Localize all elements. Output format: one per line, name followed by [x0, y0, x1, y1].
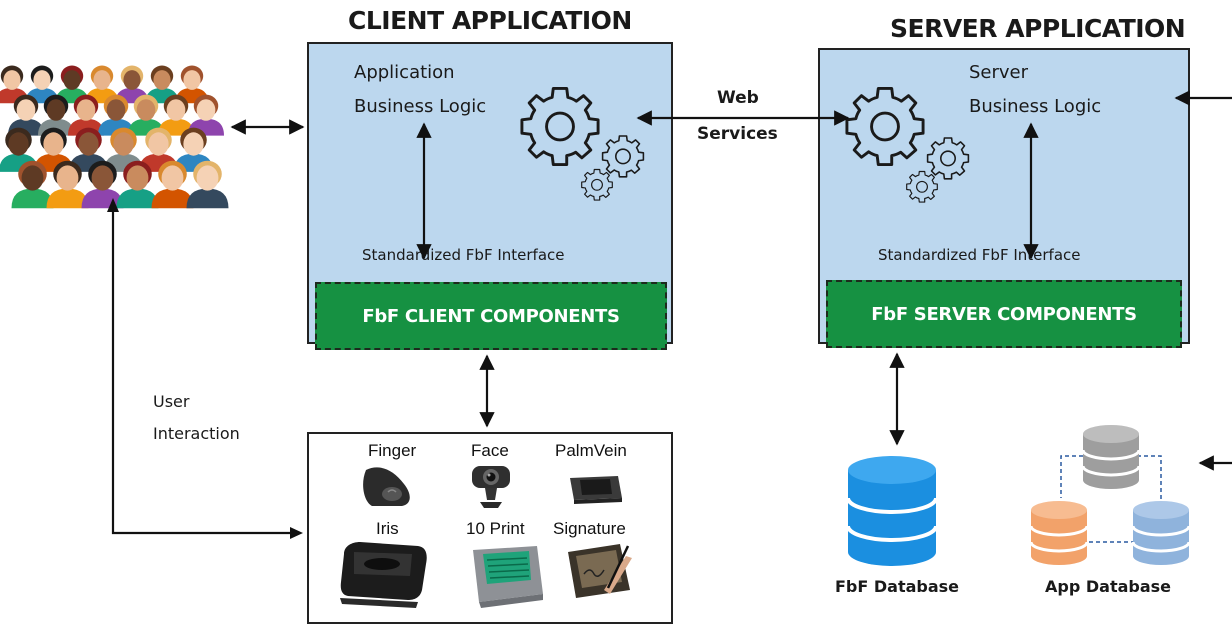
server-logic-label-line1: Server — [969, 62, 1029, 83]
ten-print-scanner-icon — [467, 540, 547, 612]
device-label-signature: Signature — [553, 519, 626, 538]
device-label-iris: Iris — [376, 519, 399, 538]
crowd-person — [81, 160, 124, 209]
fbf-database-label: FbF Database — [835, 577, 960, 596]
signature-pad-icon — [564, 538, 644, 610]
palmvein-scanner-icon — [566, 468, 626, 508]
web-services-label-line2: Services — [697, 124, 778, 144]
server-gears-icon — [840, 80, 990, 210]
crowd-person — [151, 160, 194, 209]
user-interaction-arrow — [111, 206, 300, 535]
fbf-database-icon — [842, 452, 942, 570]
crowd-person — [139, 127, 178, 172]
server-interface-label: Standardized FbF Interface — [878, 246, 1081, 264]
client-logic-label-line1: Application — [354, 62, 455, 83]
device-label-face: Face — [471, 441, 509, 460]
webcam-icon — [466, 460, 516, 512]
server-application-title: SERVER APPLICATION — [890, 14, 1186, 43]
crowd-person — [11, 160, 54, 209]
people-crowd-icon — [0, 58, 229, 209]
device-label-finger: Finger — [368, 441, 417, 460]
fingerprint-scanner-icon — [358, 462, 418, 512]
app-db-gray — [1081, 425, 1141, 489]
server-logic-label-line2: Business Logic — [969, 96, 1102, 117]
device-label-ten-print: 10 Print — [466, 519, 525, 538]
crowd-person — [98, 94, 134, 136]
client-logic-label-line2: Business Logic — [354, 96, 487, 117]
client-interface-label: Standardized FbF Interface — [362, 246, 565, 264]
iris-scanner-icon — [338, 540, 430, 610]
crowd-person — [116, 160, 159, 209]
client-gears-icon — [515, 78, 665, 208]
user-interaction-label-line1: User — [153, 392, 190, 411]
fbf-client-components[interactable]: FbF CLIENT COMPONENTS — [315, 282, 667, 350]
device-label-palmvein: PalmVein — [555, 441, 627, 460]
client-application-title: CLIENT APPLICATION — [348, 6, 632, 35]
crowd-person — [8, 94, 44, 136]
app-database-label: App Database — [1045, 577, 1172, 596]
app-database-icon — [1025, 420, 1197, 576]
crowd-person — [0, 65, 29, 104]
fbf-server-components[interactable]: FbF SERVER COMPONENTS — [826, 280, 1182, 348]
user-interaction-label-line2: Interaction — [153, 424, 240, 443]
crowd-person — [46, 160, 89, 209]
crowd-person — [186, 160, 229, 209]
web-services-label-line1: Web — [717, 88, 759, 108]
